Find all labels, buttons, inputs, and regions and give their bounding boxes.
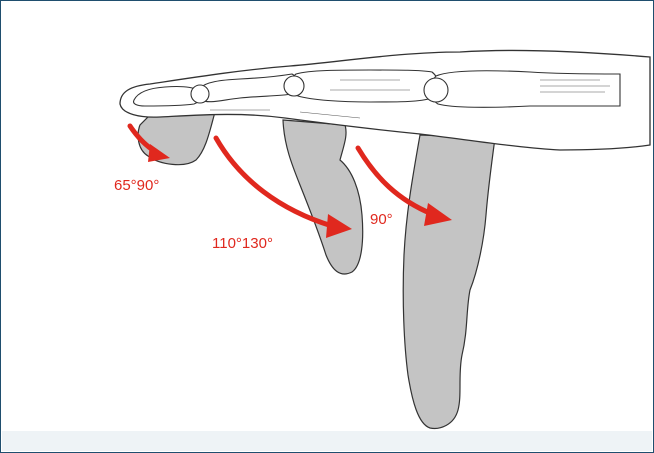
pip-joint xyxy=(284,76,304,96)
pip-flexed-shape xyxy=(283,120,363,274)
flexed-finger-shapes xyxy=(138,112,495,428)
mcp-range-label: 90° xyxy=(370,211,393,228)
proximal-phalanx-bone xyxy=(291,70,438,102)
metacarpal-bone xyxy=(430,71,620,108)
dip-joint xyxy=(191,85,209,103)
pip-range-label: 110°130° xyxy=(212,235,273,252)
mcp-joint xyxy=(424,78,448,102)
mcp-flexed-shape xyxy=(403,135,495,428)
dip-range-label: 65°90° xyxy=(114,177,159,194)
